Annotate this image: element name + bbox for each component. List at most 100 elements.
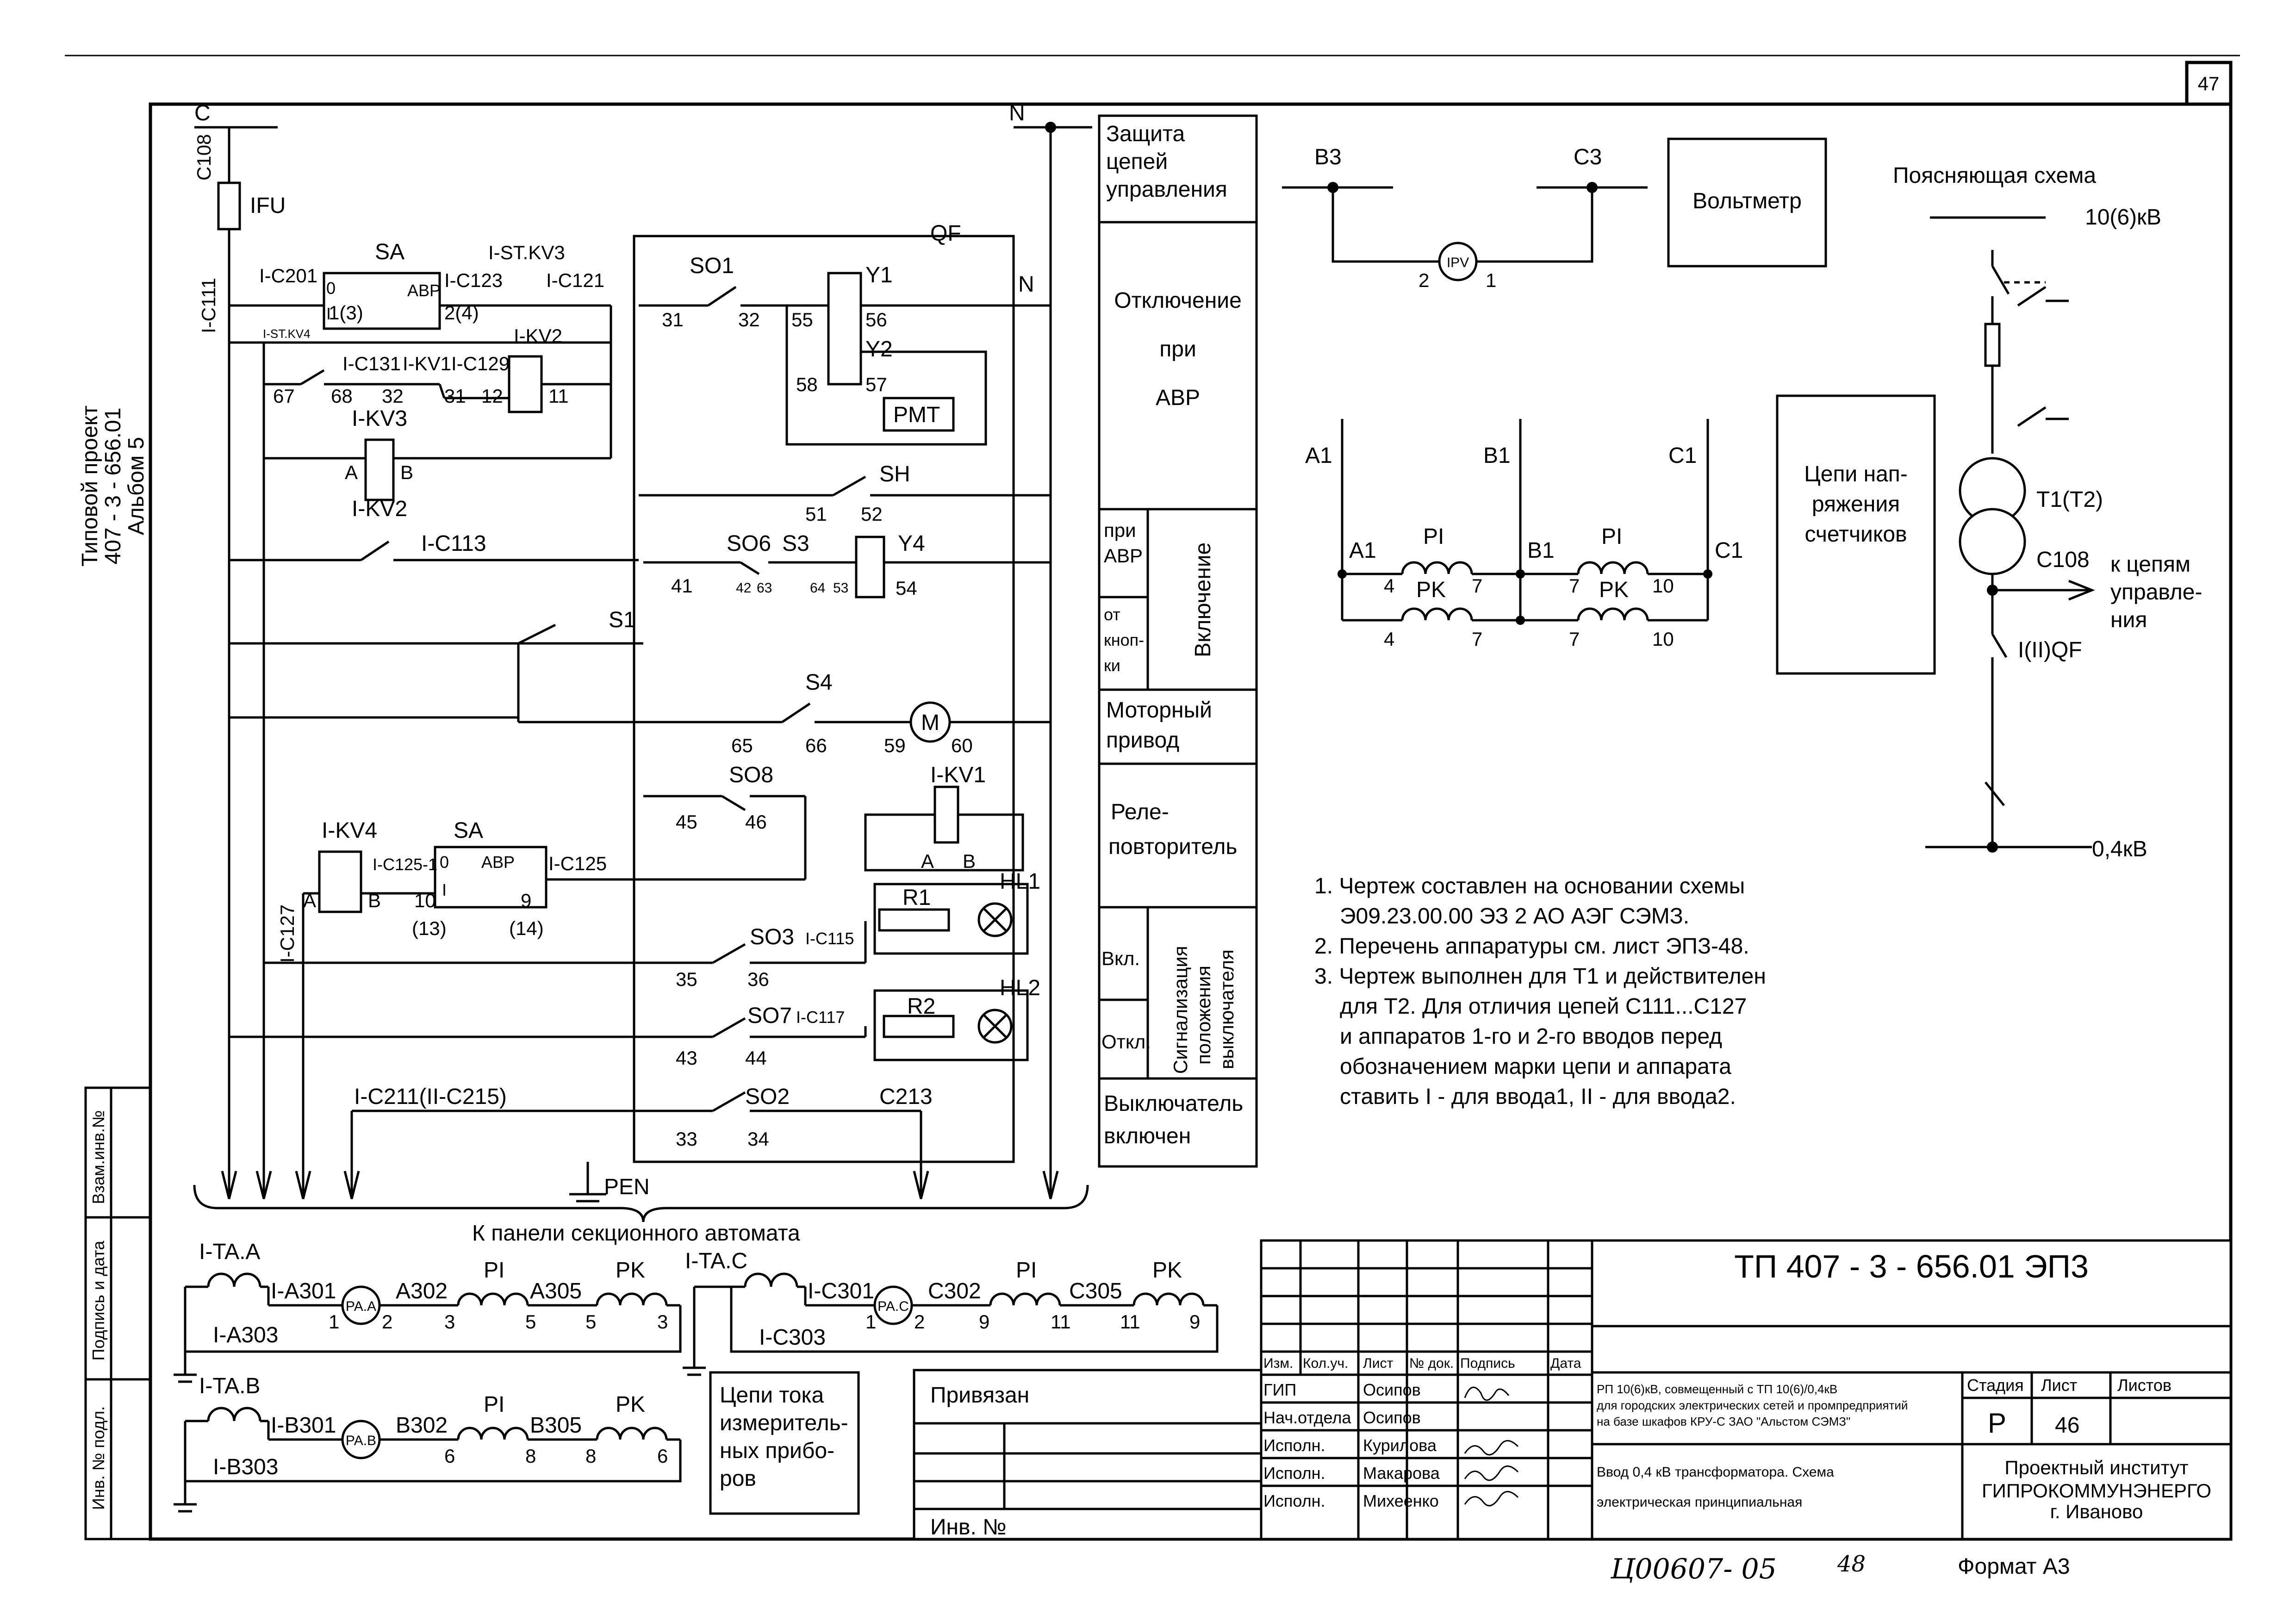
lbl-t12: 12 xyxy=(481,385,503,407)
ifu-label: IFU xyxy=(250,193,286,218)
lbl-sa2-0: 0 xyxy=(440,853,449,872)
side-stamp xyxy=(84,1086,152,1540)
fc-at-avr-1: при xyxy=(1104,519,1136,541)
hl1-frame xyxy=(873,883,1029,955)
lbl-ikv2-top: I-KV2 xyxy=(514,325,562,347)
fc-breaker-1: Выключатель xyxy=(1104,1091,1243,1116)
lbl-t59: 59 xyxy=(884,735,906,756)
voltmeter-label: Вольтметр xyxy=(1692,189,1802,213)
lbl-y2: Y2 xyxy=(865,337,893,362)
lbl-t13: 1(3) xyxy=(329,302,363,324)
lbl-t56: 56 xyxy=(865,309,887,330)
lbl-m4b: 4 xyxy=(1384,628,1394,650)
lbl-ic129: I-C129 xyxy=(451,353,510,374)
bus-n-label: N xyxy=(1009,101,1025,125)
current-circuits xyxy=(174,1272,1219,1515)
main-buses xyxy=(194,122,1092,1199)
lbl-so8: SO8 xyxy=(729,763,773,787)
lbl-pi1: PI xyxy=(1423,524,1444,549)
fc-signal-3: выключателя xyxy=(1216,949,1238,1069)
tb-name-3: Курилова xyxy=(1363,1436,1437,1455)
current-box-1: Цепи тока xyxy=(720,1383,824,1408)
lbl-t43: 43 xyxy=(676,1047,697,1069)
lbl-t24: 2(4) xyxy=(444,302,479,324)
lbl-y1: Y1 xyxy=(865,263,893,287)
r2-resistor xyxy=(883,1015,955,1038)
fc-protect-2: цепей xyxy=(1106,150,1168,174)
lbl-ta-c: I-TA.C xyxy=(685,1249,747,1273)
tb-h-podpis: Подпись xyxy=(1460,1356,1515,1371)
tb-sheets-h: Листов xyxy=(2117,1376,2172,1395)
lbl-ic125: I-C125 xyxy=(548,853,607,874)
lbl-y4: Y4 xyxy=(898,531,925,556)
lbl-paa: PA.A xyxy=(346,1299,376,1314)
lbl-a-n5: 5 xyxy=(525,1311,536,1333)
lbl-rk-a: PK xyxy=(616,1258,645,1283)
transformer-t2 xyxy=(1959,508,2026,575)
lbl-ikv3: I-KV3 xyxy=(352,406,407,431)
lbl-b3: B3 xyxy=(1314,145,1342,169)
signature-4 xyxy=(1464,1491,1519,1507)
voltmeter-box xyxy=(1667,137,1827,268)
lbl-abr2: АВР xyxy=(481,853,515,872)
qf-internals xyxy=(518,272,1051,1061)
tb-sheet: 46 xyxy=(2055,1413,2079,1438)
privyazan-block xyxy=(913,1369,1263,1540)
lbl-v1: 1 xyxy=(1486,269,1496,291)
lbl-to-panel: К панели секционного автомата xyxy=(472,1221,800,1246)
lbl-c-n11b: 11 xyxy=(1120,1311,1140,1333)
note-8: ставить I - для ввода1, II - для ввода2. xyxy=(1340,1085,1736,1109)
lbl-t31: 31 xyxy=(662,309,684,330)
lbl-t11: 11 xyxy=(548,385,569,407)
fc-signal-1: Сигнализация xyxy=(1170,946,1191,1074)
qf-enclosure xyxy=(633,235,1015,1163)
lbl-rk-b: PK xyxy=(616,1392,645,1417)
tb-h-dok: № док. xyxy=(1409,1356,1454,1371)
lbl-ikv4: I-KV4 xyxy=(322,818,377,843)
fc-relay-1: Реле- xyxy=(1111,800,1169,824)
tb-project-3: на базе шкафов КРУ-С ЗАО "Альстом СЭМЗ" xyxy=(1597,1415,1850,1428)
explain-ctrl-2: управле- xyxy=(2110,580,2202,605)
lbl-a1b: A1 xyxy=(1349,538,1376,563)
lbl-t63: 63 xyxy=(757,580,772,596)
fc-avr-off-1: Отключение xyxy=(1114,288,1242,313)
lbl-istkv4: I-ST.KV4 xyxy=(263,327,311,341)
tb-h-data: Дата xyxy=(1550,1356,1581,1371)
lbl-t57: 57 xyxy=(865,374,887,395)
voltmeter-circuit xyxy=(1282,137,1827,281)
function-column xyxy=(1098,114,1258,1168)
c108-label: C108 xyxy=(193,134,215,181)
lbl-r1: R1 xyxy=(902,885,931,910)
lbl-t45: 45 xyxy=(676,811,697,833)
explanatory-scheme xyxy=(1925,216,2095,853)
lbl-a301: I-A301 xyxy=(271,1279,336,1303)
lbl-c3: C3 xyxy=(1574,145,1602,169)
fc-from-btn-2: кноп- xyxy=(1104,630,1144,649)
lbl-kv4-b: B xyxy=(368,890,381,911)
lbl-c303: I-C303 xyxy=(759,1325,826,1350)
note-7: обозначением марки цепи и аппарата xyxy=(1340,1054,1731,1079)
lbl-b-n8: 8 xyxy=(525,1445,536,1467)
control-labels: I-C201 SA I-ST.KV3 I-C123 I-C121 0 I АВР… xyxy=(259,221,1040,1246)
explain-hv: 10(6)кВ xyxy=(2085,205,2161,230)
lbl-t44: 44 xyxy=(745,1047,767,1069)
lbl-b303: I-B303 xyxy=(213,1455,278,1479)
ikv2-coil xyxy=(508,355,543,413)
fc-at-avr-2: АВР xyxy=(1104,545,1143,567)
lbl-sa2-i: I xyxy=(442,880,447,899)
lbl-a305: A305 xyxy=(530,1279,582,1303)
tb-handwritten: Ц00607- 05 xyxy=(1610,1553,1777,1585)
fc-avr-off-2: при xyxy=(1159,337,1196,362)
fc-motor-2: привод xyxy=(1106,728,1179,753)
explain-t1: T1(T2) xyxy=(2036,487,2103,512)
lbl-so7: SO7 xyxy=(747,1004,792,1028)
lbl-t31a: 31 xyxy=(444,385,466,407)
tb-code: ТП 407 - 3 - 656.01 ЭП3 xyxy=(1734,1248,2089,1284)
lbl-t55: 55 xyxy=(791,309,813,330)
lbl-t46: 46 xyxy=(745,811,767,833)
lbl-c-n1: 1 xyxy=(865,1311,876,1333)
lbl-b302: B302 xyxy=(396,1413,448,1438)
ikv1-coil xyxy=(933,785,959,844)
side-title-line3: Альбом 5 xyxy=(124,437,149,535)
